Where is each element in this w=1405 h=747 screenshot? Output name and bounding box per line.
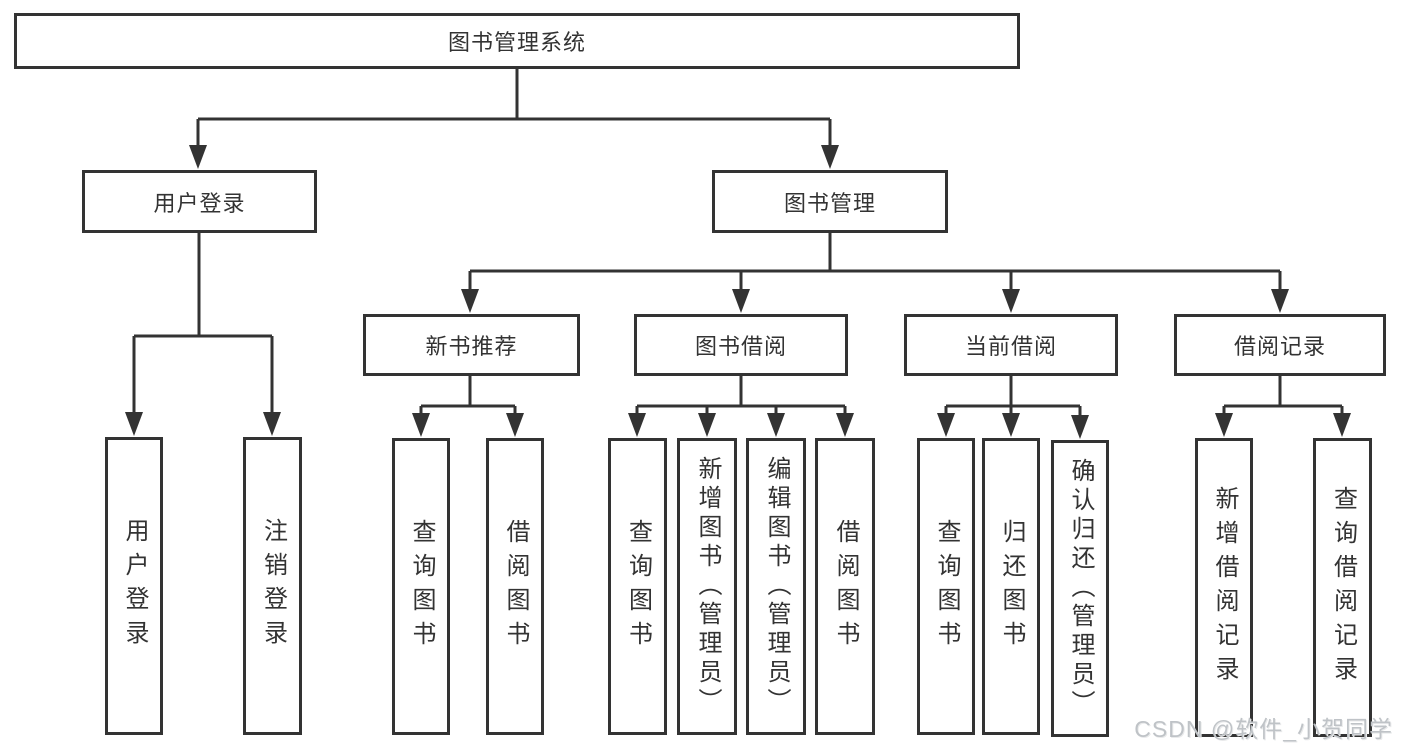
node-borrowing-records: 借阅记录: [1174, 314, 1386, 376]
leaf-query-books: 查询图书: [917, 438, 975, 735]
leaf-edit-books-admin: 编辑图书（管理员）: [746, 438, 806, 735]
arrow-down-icon: [1215, 413, 1233, 437]
arrow-down-icon: [263, 412, 281, 436]
arrow-down-icon: [461, 289, 479, 313]
arrow-down-icon: [821, 145, 839, 169]
connector-current-to-leaves: [944, 375, 1082, 418]
connector-login-to-leaves: [132, 232, 274, 417]
leaf-return-books: 归还图书: [982, 438, 1040, 735]
arrow-down-icon: [698, 413, 716, 437]
node-new-book-recommendation: 新书推荐: [363, 314, 580, 376]
node-library-system: 图书管理系统: [14, 13, 1020, 69]
arrow-down-icon: [732, 289, 750, 313]
arrow-down-icon: [1271, 289, 1289, 313]
leaf-logout: 注销登录: [243, 437, 302, 735]
arrow-down-icon: [125, 412, 143, 436]
leaf-query-books: 查询图书: [392, 438, 450, 735]
leaf-add-books-admin: 新增图书（管理员）: [677, 438, 737, 735]
arrow-down-icon: [412, 413, 430, 437]
arrow-down-icon: [628, 413, 646, 437]
leaf-query-books: 查询图书: [608, 438, 667, 735]
arrow-down-icon: [836, 413, 854, 437]
node-user-login: 用户登录: [82, 170, 317, 233]
node-book-borrowing: 图书借阅: [634, 314, 848, 376]
leaf-borrow-books: 借阅图书: [486, 438, 544, 735]
arrow-down-icon: [1002, 289, 1020, 313]
connector-newrec-to-leaves: [419, 375, 517, 418]
arrow-down-icon: [1002, 413, 1020, 437]
arrow-down-icon: [767, 413, 785, 437]
arrow-down-icon: [937, 413, 955, 437]
leaf-borrow-books: 借阅图书: [815, 438, 875, 735]
connector-root-to-level2: [196, 68, 832, 150]
leaf-confirm-return-admin: 确认归还（管理员）: [1051, 440, 1109, 737]
leaf-query-borrow-record: 查询借阅记录: [1313, 438, 1372, 737]
node-current-borrowing: 当前借阅: [904, 314, 1118, 376]
connector-records-to-leaves: [1222, 375, 1344, 418]
leaf-user-login: 用户登录: [105, 437, 163, 735]
csdn-watermark: CSDN @软件_小贺同学: [1134, 716, 1393, 742]
arrow-down-icon: [189, 145, 207, 169]
connector-borrow-to-leaves: [635, 375, 847, 418]
arrow-down-icon: [1333, 413, 1351, 437]
arrow-down-icon: [1071, 415, 1089, 439]
leaf-add-borrow-record: 新增借阅记录: [1195, 438, 1253, 737]
connector-mgmt-to-level3: [468, 232, 1282, 294]
arrow-down-icon: [506, 413, 524, 437]
node-book-management: 图书管理: [712, 170, 948, 233]
